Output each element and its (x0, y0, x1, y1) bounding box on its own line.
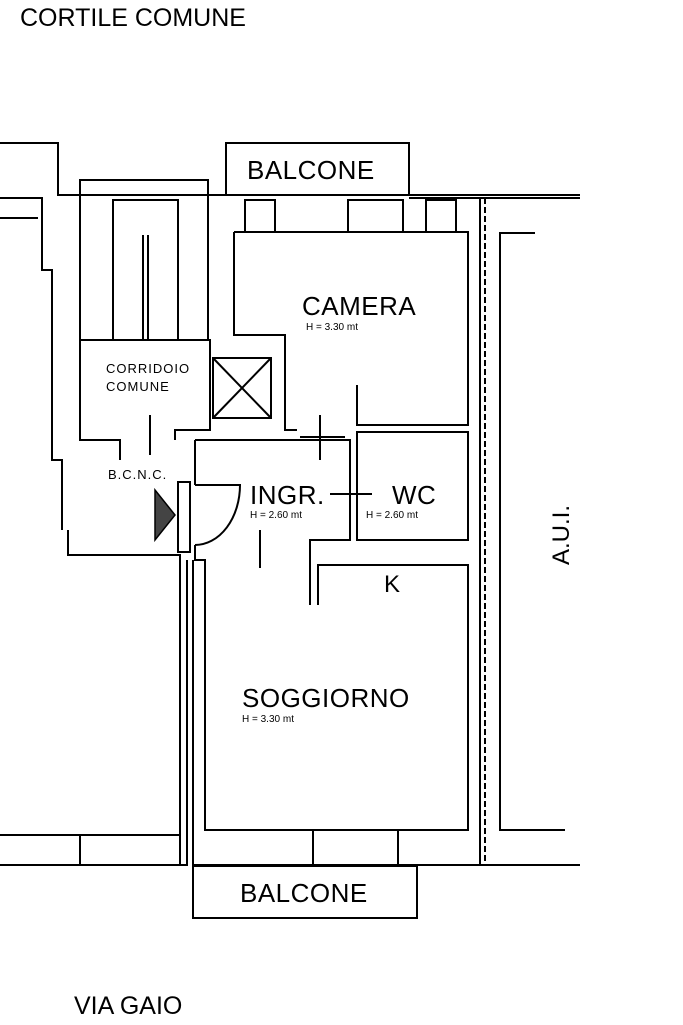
soggiorno-label: SOGGIORNO (242, 683, 410, 713)
corridor-right-wall (174, 198, 211, 440)
wc-label: WC (392, 480, 437, 510)
bcnc-label: B.C.N.C. (108, 467, 168, 482)
ingresso-height: H = 2.60 mt (250, 510, 302, 521)
balcony-bottom-label: BALCONE (240, 878, 368, 908)
balcony-top (225, 142, 410, 196)
street-label: VIA GAIO (74, 992, 183, 1020)
stair-core (112, 199, 179, 341)
courtyard-label: CORTILE COMUNE (20, 4, 246, 32)
camera-label: CAMERA (302, 291, 417, 321)
corridor-label-2: COMUNE (106, 379, 170, 394)
wc-height: H = 2.60 mt (366, 510, 418, 521)
entrance-door-swing (194, 484, 242, 546)
kitchen-label: K (384, 571, 401, 598)
ingresso-wall (195, 439, 351, 605)
outer-wall-left-upper (0, 197, 63, 530)
balcony-top-label: BALCONE (247, 155, 375, 185)
soggiorno-height: H = 3.30 mt (242, 714, 294, 725)
bcnc-hatch (154, 487, 176, 543)
camera-height: H = 3.30 mt (306, 322, 358, 333)
corridor-wall (79, 340, 121, 460)
wc-room (356, 431, 469, 541)
corridor-label-1: CORRIDOIO (106, 361, 191, 376)
ingresso-label: INGR. (250, 480, 325, 510)
outer-wall-top-left (0, 142, 226, 196)
aui-label: A.U.I. (548, 504, 576, 566)
elevator-shaft (212, 357, 272, 419)
